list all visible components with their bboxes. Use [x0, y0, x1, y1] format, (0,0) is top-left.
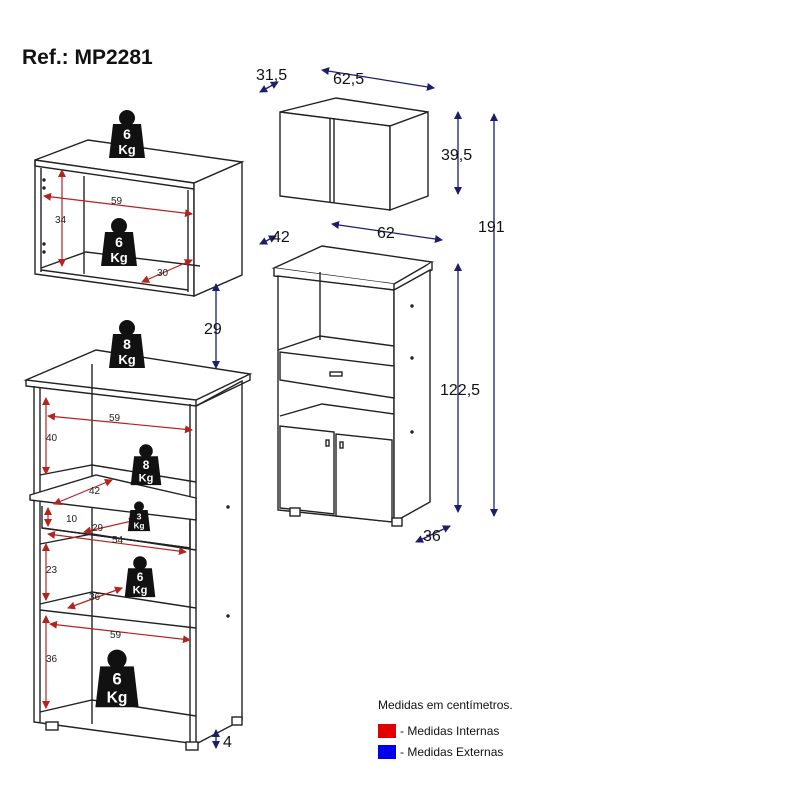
dim-lower-height: 36 [46, 654, 58, 665]
weight-value: 6 [112, 669, 121, 688]
weight-value: 6 [137, 570, 144, 584]
dim-upper-width: 62,5 [333, 71, 364, 88]
legend-swatch-external [378, 744, 396, 759]
legend-note: Medidas em centímetros. [378, 698, 513, 712]
weight-icon-top-upper: 6 Kg [109, 110, 145, 158]
dim-mid-depth: 36 [89, 592, 101, 603]
weight-icon-shelf-upper: 8 Kg [130, 444, 162, 486]
dim-base-width: 62 [377, 225, 395, 242]
internal-dimension-arrows [42, 169, 193, 709]
dim-drawer-height: 10 [66, 514, 78, 525]
weight-unit: Kg [133, 585, 148, 597]
weight-unit: Kg [139, 473, 154, 485]
dim-drawer-width: 54 [112, 535, 124, 546]
weight-icon-drawer: 3 Kg [127, 501, 151, 532]
legend-swatch-internal [378, 723, 396, 738]
internal-dimension-labels: 59 34 30 59 40 42 10 29 54 23 36 59 36 [46, 196, 169, 665]
weight-value: 8 [123, 336, 131, 352]
external-dimension-arrows [212, 67, 498, 749]
weight-unit: Kg [134, 522, 145, 531]
dim-gap: 29 [204, 321, 222, 338]
legend-external: - Medidas Externas [378, 741, 513, 762]
weight-unit: Kg [107, 689, 128, 706]
weight-value: 6 [123, 126, 131, 142]
dim-base-depth-top: 42 [272, 229, 290, 246]
weight-value: 8 [143, 458, 150, 472]
upper-cabinet-closed [279, 97, 429, 212]
dim-drawer-depth: 29 [92, 523, 104, 534]
legend-internal: - Medidas Internas [378, 720, 513, 741]
dim-upper-height: 40 [46, 433, 58, 444]
legend-label-internal: - Medidas Internas [400, 723, 500, 738]
dim-base-height: 122,5 [440, 382, 480, 399]
dim-top-width: 59 [111, 196, 123, 207]
reference-code: Ref.: MP2281 [22, 46, 153, 69]
weight-icon-shelf-lower: 6 Kg [124, 556, 156, 598]
weight-unit: Kg [118, 352, 135, 367]
base-cabinet-closed [271, 245, 435, 527]
legend: Medidas em centímetros. - Medidas Intern… [378, 698, 513, 762]
weight-unit: Kg [110, 250, 127, 265]
legend-label-external: - Medidas Externas [400, 744, 504, 759]
dim-lower-width: 59 [110, 630, 122, 641]
dim-base-depth: 36 [423, 528, 441, 545]
weight-unit: Kg [118, 142, 135, 157]
dim-mid-height: 23 [46, 565, 58, 576]
dim-top-height: 34 [55, 215, 67, 226]
dim-upper-height: 39,5 [441, 147, 472, 164]
dim-foot: 4 [223, 734, 232, 751]
dim-shelf-depth: 42 [89, 486, 101, 497]
dim-upper-width: 59 [109, 413, 121, 424]
weight-icon-top-lower: 6 Kg [101, 218, 137, 266]
weight-value: 3 [137, 511, 142, 521]
weight-value: 6 [115, 234, 123, 250]
dim-top-depth: 30 [157, 268, 169, 279]
weight-icon-top-base: 8 Kg [109, 320, 145, 368]
dim-total-height: 191 [478, 219, 505, 236]
dim-upper-depth: 31,5 [256, 67, 287, 84]
weight-icon-bottom: 6 Kg [95, 649, 139, 708]
external-dimension-labels: 31,5 62,5 39,5 191 29 42 62 122,5 36 4 [204, 67, 505, 751]
base-cabinet-open [23, 349, 253, 751]
